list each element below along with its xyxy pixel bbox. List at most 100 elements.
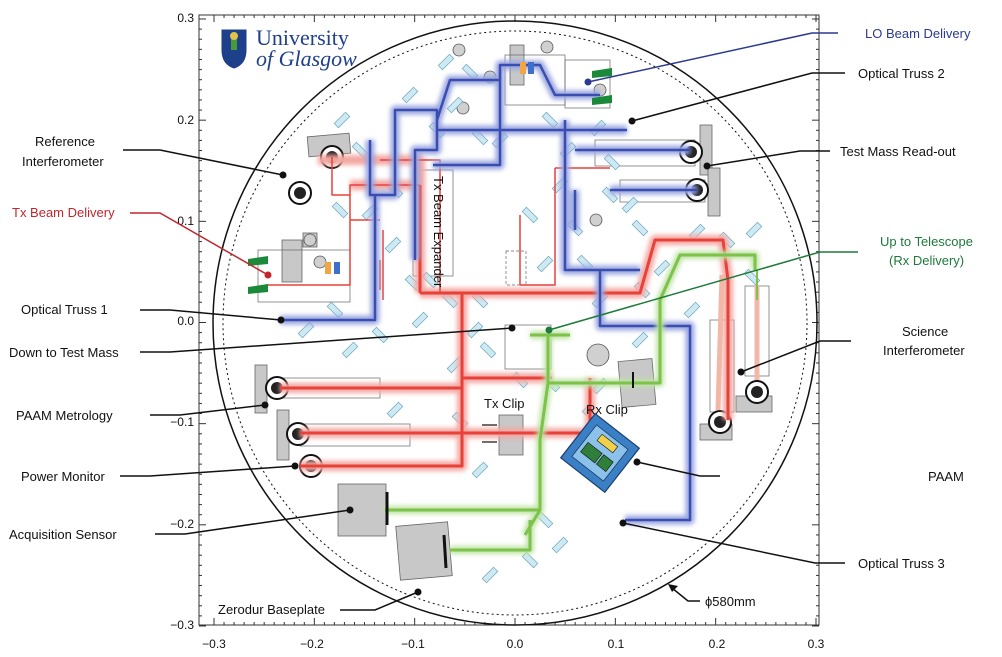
fiber-launcher-icon xyxy=(334,262,340,274)
leader-test-mass-readout xyxy=(706,150,830,167)
leader-optical-truss-3 xyxy=(622,522,845,564)
leader-science xyxy=(740,340,851,373)
photodetectors xyxy=(265,140,769,478)
baseplate-outer-circle xyxy=(212,20,818,626)
mirror-icon xyxy=(326,301,344,319)
leader-dot xyxy=(545,326,553,334)
science-beams xyxy=(715,270,760,411)
mirror-icon xyxy=(333,111,351,129)
blue-beam-main xyxy=(280,63,697,522)
mirror-icon xyxy=(371,326,389,344)
leader-dot xyxy=(346,506,354,514)
clip-marks xyxy=(385,372,634,569)
component-block xyxy=(281,239,303,283)
y-tick-label: −0.2 xyxy=(170,517,194,531)
mirror-icon xyxy=(411,311,429,329)
leader-paam xyxy=(636,461,720,477)
mirror-icon xyxy=(603,153,621,171)
y-tick-label: 0.3 xyxy=(177,11,194,25)
label-up-to-telescope-1: Up to Telescope xyxy=(880,234,973,249)
leader-down-to-test-mass xyxy=(140,327,513,353)
crest-tree-icon xyxy=(231,36,237,50)
label-tx-beam-delivery: Tx Beam Delivery xyxy=(12,205,115,220)
component-block xyxy=(707,167,721,217)
leader-lines xyxy=(120,32,858,611)
leader-dot xyxy=(737,368,745,376)
fiber-coupler-icon xyxy=(592,68,612,78)
x-tick-label: 0.0 xyxy=(507,637,524,651)
circle-mount xyxy=(303,233,317,247)
mirror-icon xyxy=(631,331,649,349)
photodetector-icon xyxy=(679,140,703,164)
circle-mount xyxy=(589,213,603,227)
mirror-icon xyxy=(653,259,671,277)
photodetector-icon xyxy=(745,380,769,404)
crest-bell-icon xyxy=(230,32,238,40)
paam-actuator xyxy=(580,441,603,464)
mirror-icon xyxy=(386,401,404,419)
logo-line2: of Glasgow xyxy=(256,46,357,71)
tx-clip-label: Tx Clip xyxy=(484,396,524,411)
leader-dot xyxy=(414,588,422,596)
baseplate-dotted-circle xyxy=(222,30,808,616)
mirror-icon xyxy=(384,236,402,254)
label-diameter: ϕ580mm xyxy=(705,594,756,609)
paam-actuator xyxy=(595,454,614,472)
mirror-icon xyxy=(297,321,315,339)
acquisition-sensor-block xyxy=(395,521,453,581)
leader-up-to-telescope xyxy=(548,251,858,331)
fiber-coupler-icon xyxy=(248,256,268,266)
circle-mount xyxy=(540,40,554,54)
leader-dot xyxy=(633,458,641,466)
leader-paam-metrology xyxy=(150,404,266,416)
fiber-launcher-icon xyxy=(528,62,534,74)
mirror-icon xyxy=(471,461,489,479)
leader-acquisition-sensor xyxy=(155,509,351,535)
y-tick-label: 0.1 xyxy=(177,214,194,228)
leader-dot xyxy=(291,462,299,470)
paam-assembly xyxy=(559,412,641,494)
y-tick-label: −0.3 xyxy=(170,618,194,632)
sensor-mark xyxy=(442,534,448,569)
circle-mount xyxy=(586,343,610,367)
blue-beam-path xyxy=(280,60,697,525)
paam-top xyxy=(596,433,619,454)
leader-dot xyxy=(279,171,287,179)
logo-line1: University xyxy=(256,25,349,50)
leader-dot xyxy=(628,117,636,125)
rx-clip-label: Rx Clip xyxy=(586,402,628,417)
label-acquisition-sensor: Acquisition Sensor xyxy=(9,527,117,542)
mirror-icon xyxy=(536,255,554,273)
green-beam-path xyxy=(385,251,759,554)
optic-mount xyxy=(505,250,527,286)
y-tick-label: 0.0 xyxy=(177,314,194,328)
fiber-launcher-icon xyxy=(520,62,526,74)
mirror-icon xyxy=(631,219,649,237)
x-tick-labels: −0.3 −0.2 −0.1 0.0 0.1 0.2 0.3 xyxy=(202,637,825,651)
green-beam-main xyxy=(385,253,757,552)
green-beam-glow xyxy=(385,251,759,554)
label-science-1: Science xyxy=(902,324,948,339)
leader-dot xyxy=(703,162,711,170)
mirror-icon xyxy=(479,341,497,359)
y-tick-label: −0.1 xyxy=(170,415,194,429)
science-beam xyxy=(715,274,725,411)
leader-power-monitor xyxy=(120,465,296,477)
label-optical-truss-3: Optical Truss 3 xyxy=(858,556,945,571)
leader-zerodur xyxy=(340,591,419,611)
circle-mount xyxy=(452,43,466,57)
leader-diameter xyxy=(671,587,700,602)
label-reference-1: Reference xyxy=(35,134,95,149)
leader-dots xyxy=(261,78,745,596)
x-tick-label: 0.3 xyxy=(808,637,825,651)
optic-mount xyxy=(564,59,611,109)
label-optical-truss-1: Optical Truss 1 xyxy=(21,302,108,317)
x-tick-label: −0.1 xyxy=(401,637,425,651)
x-tick-label: 0.1 xyxy=(608,637,625,651)
y-tick-label: 0.2 xyxy=(177,113,194,127)
leader-tx-delivery xyxy=(130,212,269,276)
mirror-icon xyxy=(341,341,359,359)
label-paam-metrology: PAAM Metrology xyxy=(16,408,113,423)
mirror-icon xyxy=(481,566,499,584)
